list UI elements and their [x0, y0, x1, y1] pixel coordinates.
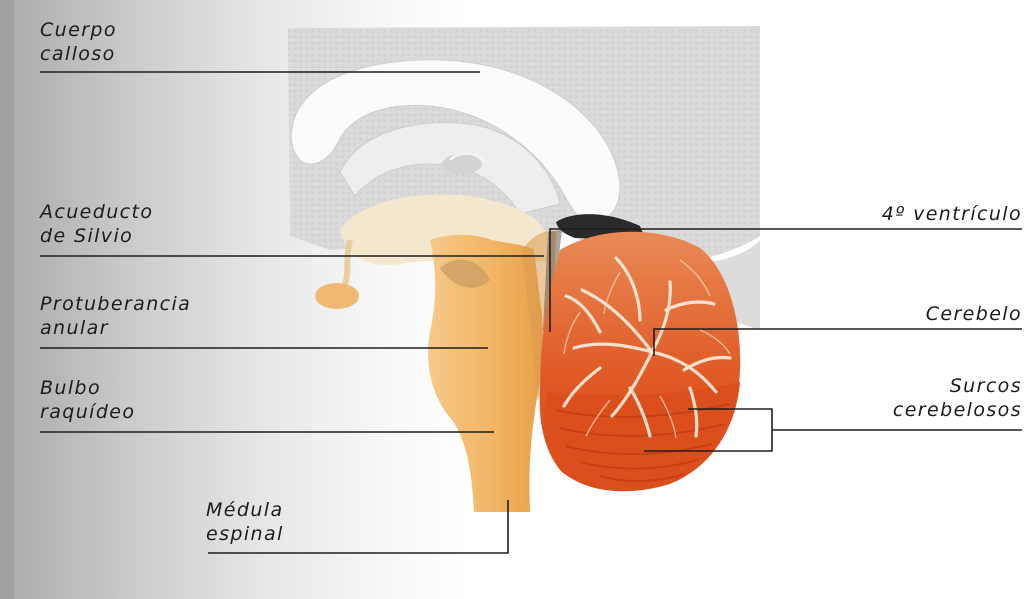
label-cuerpo-calloso-line1: Cuerpo [40, 18, 117, 42]
label-surcos-line1: Surcos [893, 374, 1022, 398]
label-acueducto-silvio: Acueducto de Silvio [40, 200, 153, 248]
label-protuberancia-line2: anular [40, 316, 191, 340]
label-cuerpo-calloso-line2: calloso [40, 42, 117, 66]
label-bulbo-line2: raquídeo [40, 400, 135, 424]
label-acueducto-silvio-line1: Acueducto [40, 200, 153, 224]
label-surcos-cerebelosos: Surcos cerebelosos [893, 374, 1022, 422]
label-cuerpo-calloso: Cuerpo calloso [40, 18, 117, 66]
label-cerebelo: Cerebelo [926, 302, 1022, 326]
label-surcos-line2: cerebelosos [893, 398, 1022, 422]
label-medula-line1: Médula [206, 498, 284, 522]
label-medula-line2: espinal [206, 522, 284, 546]
brainstem-shape [428, 231, 556, 512]
label-protuberancia-anular: Protuberancia anular [40, 292, 191, 340]
cerebellum-shape [540, 232, 741, 492]
label-protuberancia-line1: Protuberancia [40, 292, 191, 316]
label-acueducto-silvio-line2: de Silvio [40, 224, 153, 248]
label-bulbo-raquideo: Bulbo raquídeo [40, 376, 135, 424]
label-bulbo-line1: Bulbo [40, 376, 135, 400]
label-cuarto-ventriculo: 4º ventrículo [882, 202, 1022, 226]
label-medula-espinal: Médula espinal [206, 498, 284, 546]
